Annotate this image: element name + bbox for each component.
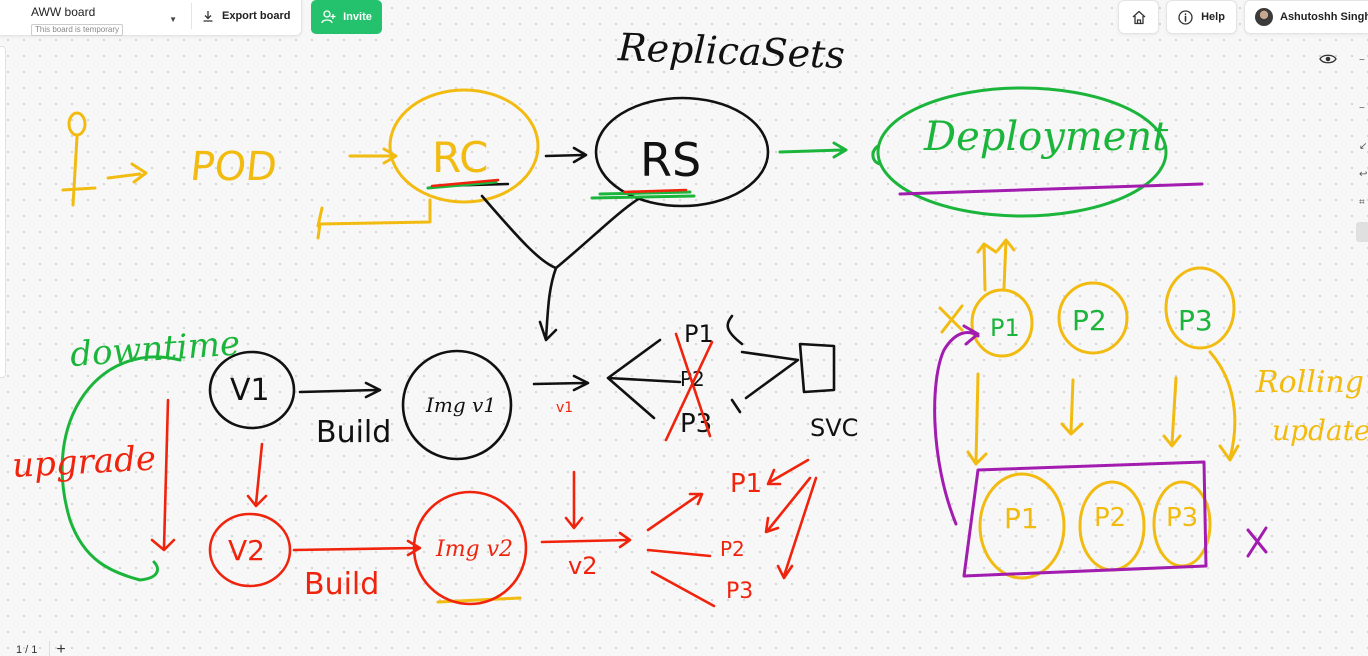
avatar [1255, 8, 1273, 26]
board-name-dropdown[interactable]: AWW board This board is temporary ▼ [0, 0, 191, 36]
drawing-title: ReplicaSets [616, 25, 845, 77]
user-name: Ashutoshh Singh [1280, 11, 1368, 23]
home-icon [1132, 10, 1145, 24]
board-toolbar: AWW board This board is temporary ▼ Expo… [0, 0, 302, 36]
label-box-p3: P3 [1166, 503, 1198, 533]
board-name: AWW board [31, 5, 96, 19]
help-button[interactable]: Help [1166, 0, 1237, 34]
black-ink-group [208, 96, 836, 461]
pod-p2-circle [1057, 281, 1129, 355]
label-rs: RS [640, 133, 701, 187]
label-v2: V2 [228, 534, 265, 567]
label-p2: P2 [680, 367, 705, 391]
label-build-2: Build [304, 567, 379, 602]
pod-p1-circle [970, 288, 1034, 358]
label-svc: SVC [810, 414, 858, 442]
label-box-p2: P2 [1094, 503, 1126, 533]
download-icon [203, 11, 213, 22]
chevron-down-icon: ▼ [169, 15, 177, 24]
arrow-tool-icon[interactable]: ↙ [1359, 141, 1368, 152]
right-tool-rail: − − ↙ ↩ ⌗ [1355, 48, 1368, 248]
red-ink-group [150, 178, 818, 608]
label-v1-small: v1 [556, 400, 573, 416]
invite-button[interactable]: Invite [311, 0, 382, 34]
help-label: Help [1201, 11, 1225, 23]
page-navigator: 1 / 1 + [0, 640, 72, 656]
label-upgrade: upgrade [11, 439, 157, 486]
purple-ink-group [898, 182, 1268, 578]
zoom-in-icon[interactable]: − [1359, 103, 1365, 114]
rc-circle [388, 88, 540, 204]
invite-label: Invite [343, 11, 372, 23]
green-ink-group [60, 86, 1168, 582]
help-icon [1178, 9, 1193, 25]
yellow-ink-group [61, 88, 1240, 604]
left-tool-rail[interactable] [0, 46, 6, 378]
label-p1: P1 [684, 320, 714, 348]
add-page-button[interactable]: + [49, 641, 71, 656]
add-user-icon [321, 10, 336, 24]
export-board-label: Export board [222, 10, 291, 22]
deployment-circle [876, 86, 1168, 218]
label-img-v2: Img v2 [435, 537, 513, 562]
label-rp1: P1 [990, 314, 1020, 342]
toolbar-divider [191, 3, 192, 29]
label-v2-small: v2 [568, 552, 597, 580]
label-red-p2: P2 [720, 537, 745, 561]
label-deployment: Deployment [923, 114, 1169, 160]
fit-icon[interactable]: ⌗ [1359, 197, 1365, 208]
active-tool-indicator[interactable] [1356, 222, 1368, 242]
rs-circle [594, 96, 770, 208]
pod-p3-circle [1164, 266, 1236, 350]
label-rp3: P3 [1178, 304, 1213, 337]
page-indicator[interactable]: 1 / 1 [16, 644, 38, 656]
label-rc: RC [432, 133, 488, 182]
label-img-v1: Img v1 [425, 393, 496, 417]
undo-icon[interactable]: ↩ [1359, 169, 1368, 180]
yellow-x-mark [938, 304, 964, 334]
label-rolling: Rolling [1255, 365, 1364, 400]
label-p3: P3 [680, 409, 712, 439]
label-box-p1: P1 [1004, 502, 1039, 535]
label-red-p3: P3 [726, 579, 753, 604]
temporary-badge: This board is temporary [31, 24, 124, 36]
label-v1: V1 [230, 373, 270, 408]
export-board-button[interactable]: Export board [192, 0, 301, 35]
label-build-1: Build [316, 415, 391, 450]
user-menu-button[interactable]: Ashutoshh Singh [1244, 0, 1368, 34]
label-rp2: P2 [1072, 304, 1107, 337]
home-button[interactable] [1118, 0, 1159, 34]
label-pod: POD [188, 144, 279, 190]
label-red-p1: P1 [730, 469, 762, 499]
label-downtime: downtime [69, 323, 242, 375]
eye-icon[interactable] [1319, 52, 1337, 66]
label-updates: updates [1272, 414, 1368, 447]
zoom-out-icon[interactable]: − [1359, 55, 1365, 66]
